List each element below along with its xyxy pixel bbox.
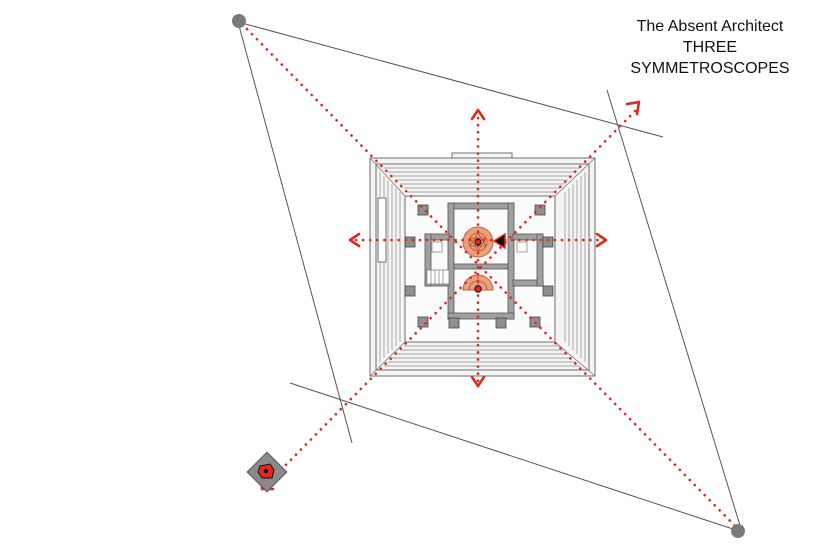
interior-stair [426, 269, 450, 285]
stair-hatch-right [564, 172, 586, 362]
viewpoint-marker-icon [232, 14, 246, 28]
arrowhead-icon [625, 100, 641, 116]
arrowhead-icon [595, 232, 608, 248]
core-rooms [424, 202, 544, 320]
circle-node-icon [474, 238, 482, 246]
diagonal-axis-secondary [264, 106, 640, 487]
frame-lines [237, 21, 743, 533]
eye-camera-icon [246, 451, 288, 493]
sight-lines [240, 22, 740, 531]
frame-line-right [606, 89, 743, 533]
stair-hatch-bottom [384, 345, 580, 367]
title-block: The Absent Architect THREE SYMMETROSCOPE… [600, 16, 820, 79]
arrowhead-icon [470, 375, 486, 388]
viewpoint-marker-icon [731, 524, 745, 538]
viewing-direction-icon [492, 232, 506, 250]
circle-node-icon [474, 285, 482, 293]
interior-furniture [431, 241, 528, 253]
corner-diagonals [369, 157, 596, 377]
frame-line-top [237, 21, 664, 138]
title-line-3: SYMMETROSCOPES [630, 60, 790, 77]
frame-line-bottom [289, 382, 743, 533]
stair-hatch-top [384, 167, 580, 193]
arrowhead-icon [470, 108, 486, 121]
title-line-1: The Absent Architect [636, 18, 784, 35]
arrowhead-icon [348, 232, 361, 248]
frame-line-left [237, 21, 353, 444]
side-window [377, 197, 387, 263]
diagonal-axis-main [240, 22, 740, 531]
title-line-2: THREE [682, 39, 738, 56]
